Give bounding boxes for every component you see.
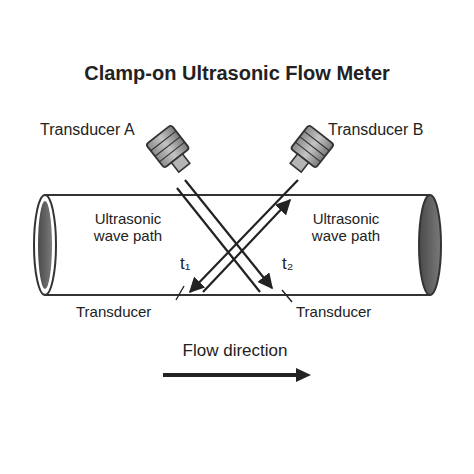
time-label: t₂ <box>282 254 302 274</box>
part-label: Transducer <box>296 303 396 320</box>
leader-line <box>176 286 184 300</box>
diagram-title: Clamp-on Ultrasonic Flow Meter <box>0 62 474 85</box>
path-label: Ultrasonic wave path <box>300 210 392 245</box>
part-label: Transducer B <box>328 121 448 139</box>
part-label: Transducer A <box>40 121 160 139</box>
wave-paths <box>177 180 298 292</box>
time-label: t₁ <box>180 254 200 274</box>
leader-line <box>282 290 292 302</box>
transducer-a <box>146 125 197 178</box>
transducer-b <box>283 125 334 178</box>
path-label: Ultrasonic wave path <box>82 210 174 245</box>
part-label: Transducer <box>76 303 176 320</box>
flow-arrow <box>163 368 311 382</box>
flow-label: Flow direction <box>150 341 320 361</box>
